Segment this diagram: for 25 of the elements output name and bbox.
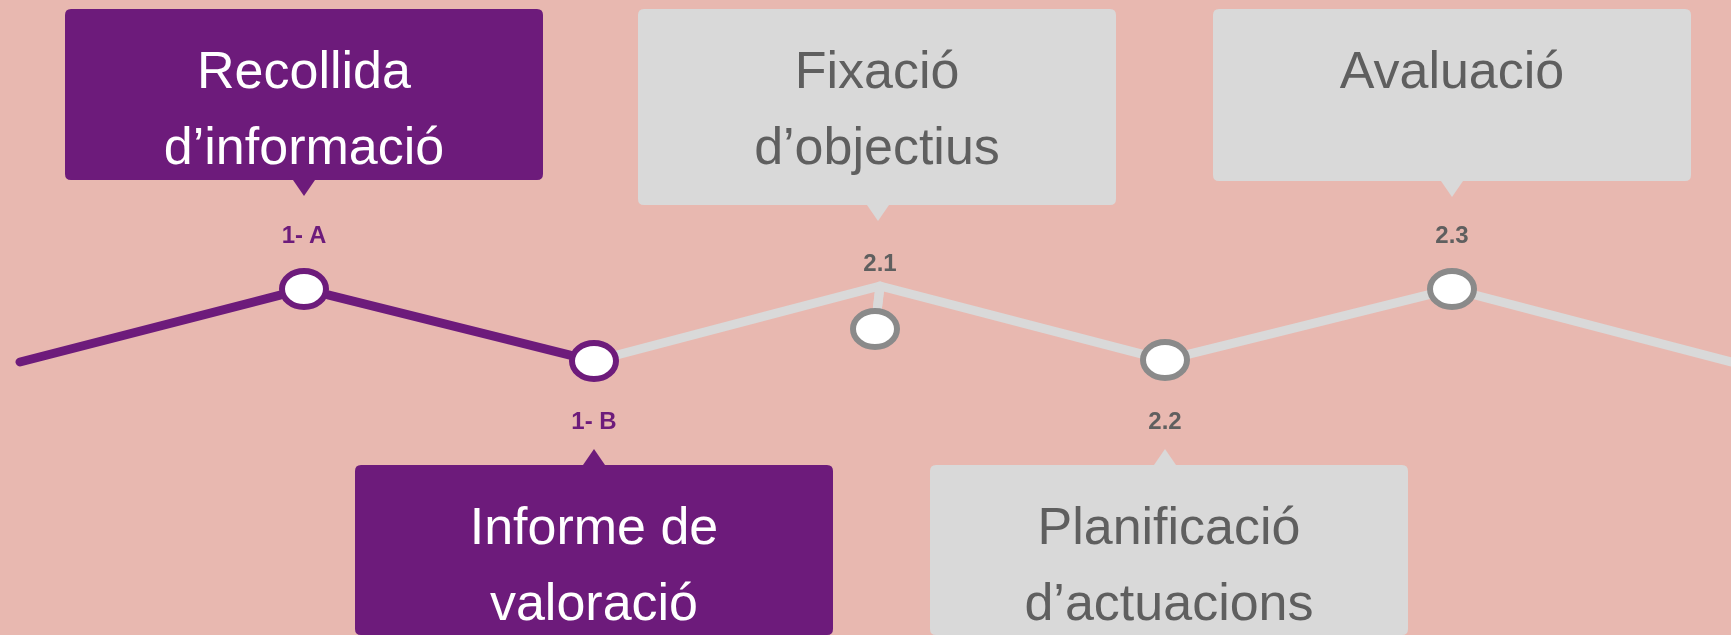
step-number: 1- A (281, 221, 327, 249)
timeline-line (872, 281, 1146, 359)
callout-box (638, 9, 1116, 221)
step-title: Fixació d’objectius (753, 40, 1001, 177)
callout-box (930, 449, 1408, 635)
timeline-line (1471, 290, 1731, 367)
callout-box (355, 449, 833, 635)
step-title: Planificació d’actuacions (1023, 496, 1315, 633)
step-number: 2.3 (1435, 221, 1469, 249)
callout-box (1213, 9, 1691, 197)
step-number: 2.2 (1148, 407, 1182, 435)
milestone-dot (1140, 339, 1190, 381)
step-number: 1- B (571, 407, 617, 435)
milestone-dot (1427, 268, 1477, 310)
step-number: 2.1 (863, 249, 897, 277)
callout-box (65, 9, 543, 196)
step-title: Recollida d’informació (162, 40, 446, 177)
milestone-dot (569, 340, 619, 382)
timeline-line (1184, 290, 1433, 359)
milestone-dot (279, 268, 329, 310)
timeline-line (323, 290, 575, 360)
step-title: Avaluació (1338, 40, 1566, 101)
timeline-line (15, 290, 285, 367)
step-title: Informe de valoració (468, 496, 720, 633)
milestone-dot (850, 308, 900, 350)
